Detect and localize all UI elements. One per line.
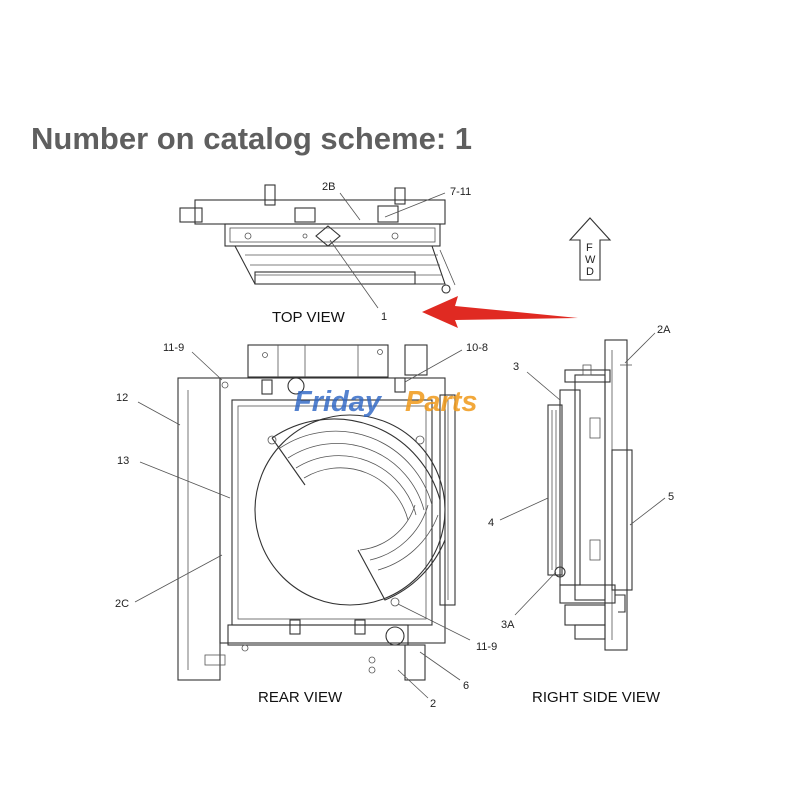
leader-3a — [514, 571, 557, 616]
callout-10-8: 10-8 — [466, 342, 488, 354]
watermark-part2: Parts — [405, 386, 478, 418]
watermark-part1: Friday — [294, 386, 383, 418]
leader-7-11 — [384, 192, 446, 218]
fwd-letter-d: D — [586, 266, 594, 278]
leader-2c — [134, 554, 223, 603]
leader-1 — [329, 239, 379, 309]
right-side-view-label: RIGHT SIDE VIEW — [532, 689, 661, 706]
callout-7-11: 7-11 — [450, 186, 471, 198]
fwd-arrow-icon — [568, 217, 612, 281]
right-side-view-drawing — [547, 339, 633, 651]
leader-11-9-bottom — [397, 603, 471, 641]
leader-11-9-top — [191, 351, 223, 381]
watermark-logo: Friday Parts — [294, 386, 478, 418]
leader-2b — [339, 192, 361, 221]
callout-1: 1 — [381, 311, 387, 323]
callout-12: 12 — [116, 392, 128, 404]
callout-13: 13 — [117, 455, 129, 467]
leader-4 — [499, 497, 549, 521]
callout-2: 2 — [430, 698, 436, 710]
leader-2 — [397, 669, 429, 699]
leader-13 — [139, 461, 231, 499]
callout-2a: 2A — [657, 324, 671, 336]
red-arrow-icon — [422, 296, 578, 328]
leader-10-8 — [404, 349, 463, 383]
fwd-letter-f: F — [586, 242, 593, 254]
callout-3a: 3A — [501, 619, 515, 631]
callout-4: 4 — [488, 517, 494, 529]
leader-5 — [629, 497, 666, 526]
callout-11-9-bottom: 11-9 — [476, 641, 497, 653]
callout-2c: 2C — [115, 598, 129, 610]
leader-12 — [137, 401, 181, 426]
page-title: Number on catalog scheme: 1 — [31, 121, 473, 156]
callout-3: 3 — [513, 361, 519, 373]
callout-11-9-top: 11-9 — [163, 342, 184, 354]
callout-2b: 2B — [322, 181, 335, 193]
leader-6 — [419, 651, 461, 681]
rear-view-drawing — [177, 344, 456, 681]
top-view-label: TOP VIEW — [272, 309, 346, 326]
leader-3 — [526, 371, 561, 401]
fwd-letter-w: W — [585, 254, 596, 266]
top-view-drawing — [179, 184, 456, 294]
callout-6: 6 — [463, 680, 469, 692]
leader-2a — [624, 332, 656, 364]
rear-view-label: REAR VIEW — [258, 689, 343, 706]
callout-5: 5 — [668, 491, 674, 503]
